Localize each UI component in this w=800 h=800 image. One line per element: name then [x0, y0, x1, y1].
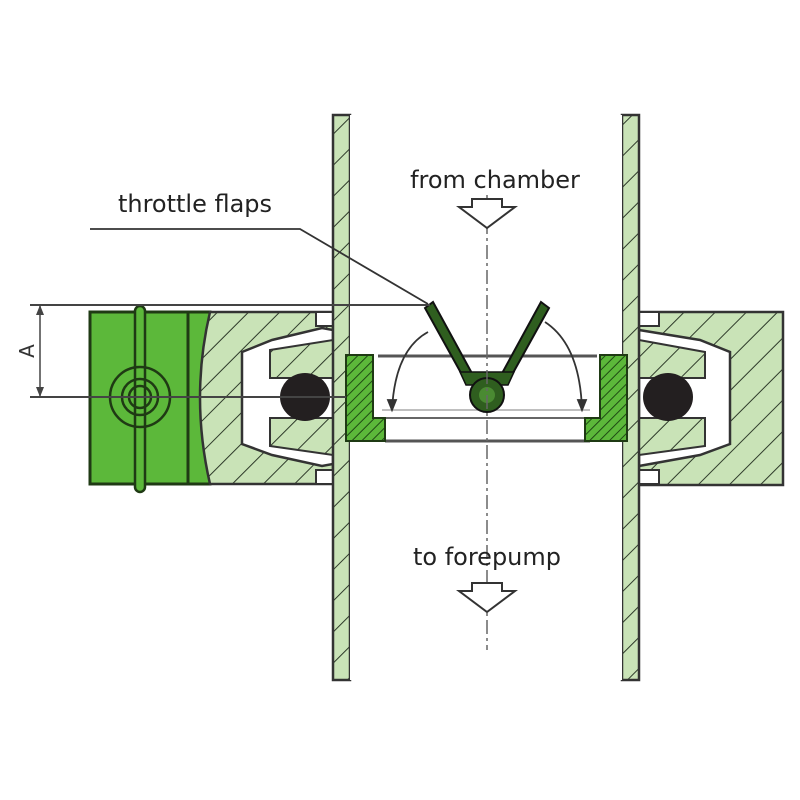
to-forepump-label: to forepump: [413, 543, 561, 571]
left-flange: [198, 310, 335, 486]
flap-angle-arcs: [386, 321, 588, 413]
throttle-flaps-label: throttle flaps: [118, 190, 272, 218]
throttle-flaps: [423, 300, 551, 413]
dimension-a: A: [15, 304, 430, 397]
flow-out-arrow-icon: [456, 582, 518, 614]
from-chamber-label: from chamber: [410, 166, 580, 194]
throttle-flaps-leader: [90, 228, 429, 305]
right-o-ring: [643, 373, 693, 421]
dimension-label: A: [15, 344, 39, 358]
clamp: [88, 304, 212, 494]
flow-in-arrow-icon: [456, 198, 518, 230]
